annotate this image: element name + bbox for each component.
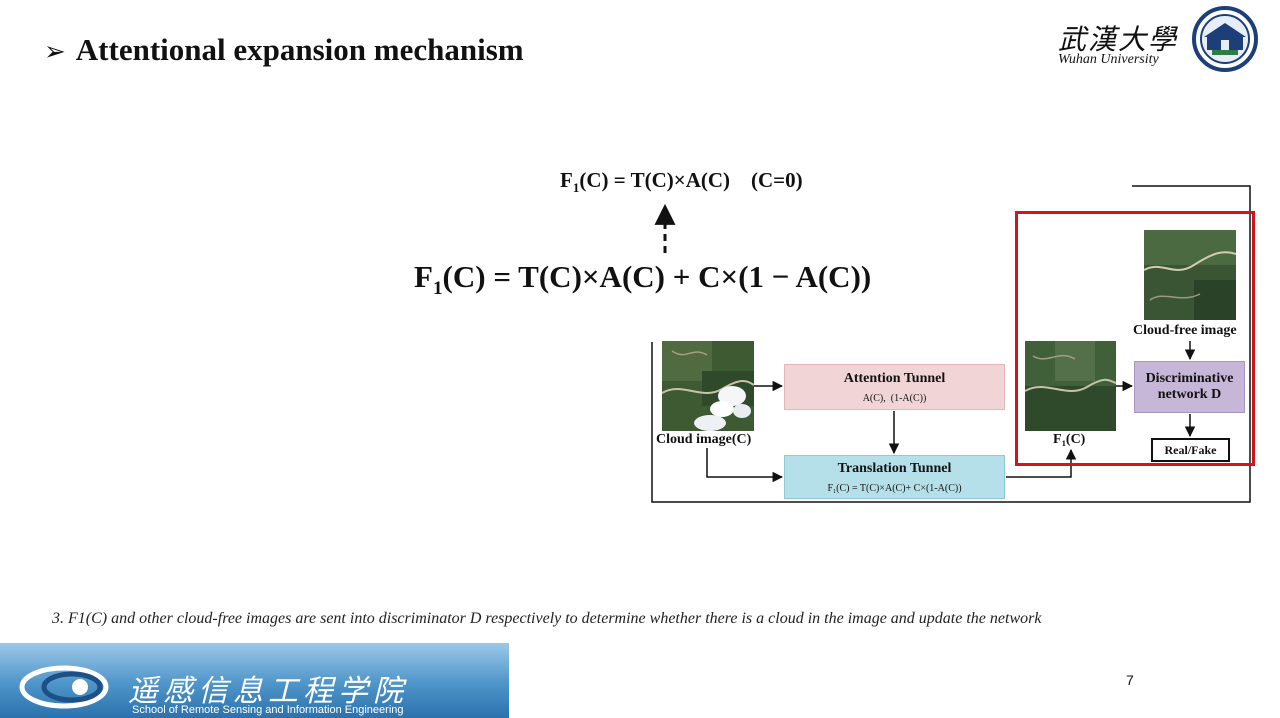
f1-output-thumbnail: [1025, 341, 1116, 431]
equation-main: F1(C) = T(C)×A(C) + C×(1 − A(C)): [414, 259, 872, 299]
page-number: 7: [1126, 672, 1134, 688]
f1-output-label: F1(C): [1053, 432, 1086, 449]
discriminator-box: Discriminative network D: [1134, 361, 1245, 413]
school-logo-icon: [19, 665, 109, 709]
university-name-cn: 武漢大學: [1058, 23, 1179, 56]
school-name-cn: 遥感信息工程学院: [128, 674, 408, 709]
translation-tunnel-box: Translation Tunnel F1(C) = T(C)×A(C)+ C×…: [784, 455, 1005, 499]
cloud-free-thumbnail: [1144, 230, 1236, 320]
equation-zero-cloud: F1(C) = T(C)×A(C) (C=0): [560, 168, 803, 195]
attention-tunnel-box: Attention Tunnel A(C), (1-A(C)): [784, 364, 1005, 410]
cloud-image-label: Cloud image(C): [656, 432, 752, 447]
slide-caption: 3. F1(C) and other cloud-free images are…: [52, 610, 1042, 627]
cloud-image-thumbnail: [662, 341, 754, 431]
university-name-en: Wuhan University: [1058, 52, 1159, 67]
university-seal-icon: [1192, 6, 1258, 72]
cloud-free-label: Cloud-free image: [1133, 323, 1237, 338]
arrow-bullet-icon: ➢: [44, 37, 66, 67]
discriminator-highlight-frame: [1015, 211, 1255, 466]
real-fake-box: Real/Fake: [1151, 438, 1230, 462]
slide-title: ➢Attentional expansion mechanism: [44, 32, 524, 67]
school-name-en: School of Remote Sensing and Information…: [132, 704, 404, 716]
